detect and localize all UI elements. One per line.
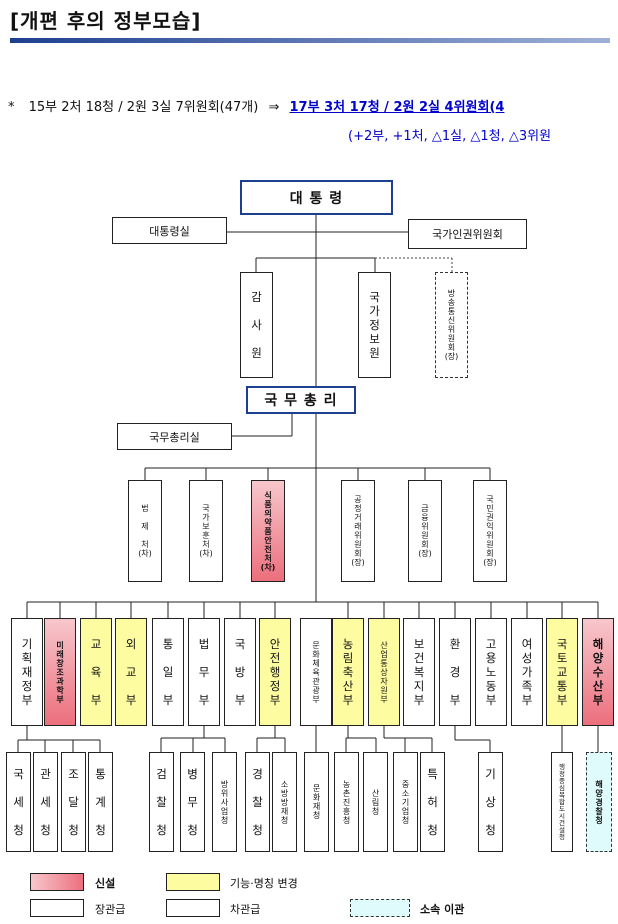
president-office-box: 대통령실 xyxy=(112,217,227,244)
agency-military-manpower: 병 무 청 xyxy=(180,752,205,852)
legend-new-swatch xyxy=(30,873,84,891)
broadcasting-commission-box: 방 송 통 신 위 원 회 (장) xyxy=(435,272,468,378)
agency-meteorological: 기 상 청 xyxy=(478,752,503,852)
ministry-unification: 통 일 부 xyxy=(152,618,184,726)
agency-prosecution: 검 찰 청 xyxy=(149,752,174,852)
ministry-environment: 환 경 부 xyxy=(439,618,471,726)
legend-transfer-swatch xyxy=(350,899,410,917)
legend-new-label: 신설 xyxy=(95,877,116,890)
human-rights-commission-box: 국가인권위원회 xyxy=(408,219,527,249)
ministry-employment-labor: 고 용 노 동 부 xyxy=(475,618,507,726)
legend-vice-swatch xyxy=(166,899,220,917)
ministry-gender-family: 여 성 가 족 부 xyxy=(511,618,543,726)
ministry-agriculture-livestock: 농 림 축 산 부 xyxy=(332,618,364,726)
summary-line: * 15부 2처 18청 / 2원 3실 7위원회(47개) ⇒ 17부 3처 … xyxy=(8,96,504,115)
summary-arrow: ⇒ xyxy=(268,100,280,115)
anti-corruption-commission-box: 국 민 권 익 위 원 회 (장) xyxy=(473,480,507,582)
ministry-justice: 법 무 부 xyxy=(188,618,220,726)
agency-procurement: 조 달 청 xyxy=(61,752,86,852)
ministry-foreign-affairs: 외 교 부 xyxy=(115,618,147,726)
prime-minister-box: 국 무 총 리 xyxy=(246,386,356,414)
agency-cultural-heritage: 문 화 재 청 xyxy=(304,752,329,852)
agency-customs: 관 세 청 xyxy=(33,752,58,852)
nis-box: 국 가 정 보 원 xyxy=(358,272,391,378)
legend-changed-label: 기능·명칭 변경 xyxy=(230,877,298,890)
agency-multifunctional-city: 행 정 중 심 복 합 도 시 건 설 청 xyxy=(551,752,573,852)
fair-trade-commission-box: 공 정 거 래 위 원 회 (장) xyxy=(341,480,375,582)
ministry-education: 교 육 부 xyxy=(80,618,112,726)
legend-minister-label: 장관급 xyxy=(95,903,126,916)
agency-national-tax: 국 세 청 xyxy=(6,752,31,852)
ministry-health-welfare: 보 건 복 지 부 xyxy=(403,618,435,726)
agency-forest-service: 산 림 청 xyxy=(363,752,388,852)
title-underline xyxy=(10,38,610,43)
legend-transfer-label: 소속 이관 xyxy=(420,903,465,916)
summary-changes: (+2부, +1처, △1실, △1청, △3위원 xyxy=(348,129,552,144)
summary-after: 17부 3처 17청 / 2원 2실 4위원회(4 xyxy=(289,100,505,115)
agency-rural-development: 농 촌 진 흥 청 xyxy=(334,752,359,852)
ministry-trade-industry-energy: 산 업 통 상 자 원 부 xyxy=(368,618,400,726)
agency-coast-guard: 해 양 경 찰 청 xyxy=(586,752,612,852)
summary-bullet: * xyxy=(8,100,15,115)
agency-police: 경 찰 청 xyxy=(245,752,270,852)
summary-before: 15부 2처 18청 / 2원 3실 7위원회(47개) xyxy=(28,100,259,115)
legend-changed-swatch xyxy=(166,873,220,891)
agency-sme: 중 소 기 업 청 xyxy=(393,752,418,852)
patriots-veterans-box: 국 가 보 훈 처 (차) xyxy=(189,480,223,582)
ministry-oceans-fisheries: 해 양 수 산 부 xyxy=(582,618,614,726)
agency-fire-disaster: 소 방 방 재 청 xyxy=(272,752,297,852)
legend-vice-label: 차관급 xyxy=(230,903,261,916)
food-drug-safety-box: 식 품 의 약 품 안 전 처 (차) xyxy=(251,480,285,582)
ministry-legislation-box: 법 제 처 (차) xyxy=(128,480,162,582)
ministry-future-science: 미 래 창 조 과 학 부 xyxy=(44,618,76,726)
ministry-land-transport: 국 토 교 통 부 xyxy=(546,618,578,726)
financial-services-commission-box: 금 융 위 원 회 (장) xyxy=(408,480,442,582)
agency-statistics: 통 계 청 xyxy=(88,752,113,852)
pm-office-box: 국무총리실 xyxy=(117,423,232,450)
agency-defense-acquisition: 방 위 사 업 청 xyxy=(212,752,237,852)
board-of-audit-box: 감 사 원 xyxy=(240,272,273,378)
ministry-defense: 국 방 부 xyxy=(224,618,256,726)
page-title: [개편 후의 정부모습] xyxy=(10,9,202,33)
legend-minister-swatch xyxy=(30,899,84,917)
president-box: 대 통 령 xyxy=(240,180,393,215)
ministry-culture-sports-tourism: 문 화 체 육 관 광 부 xyxy=(300,618,332,726)
ministry-security-public-admin: 안 전 행 정 부 xyxy=(259,618,291,726)
ministry-strategy-finance: 기 획 재 정 부 xyxy=(11,618,43,726)
agency-patent: 특 허 청 xyxy=(420,752,445,852)
